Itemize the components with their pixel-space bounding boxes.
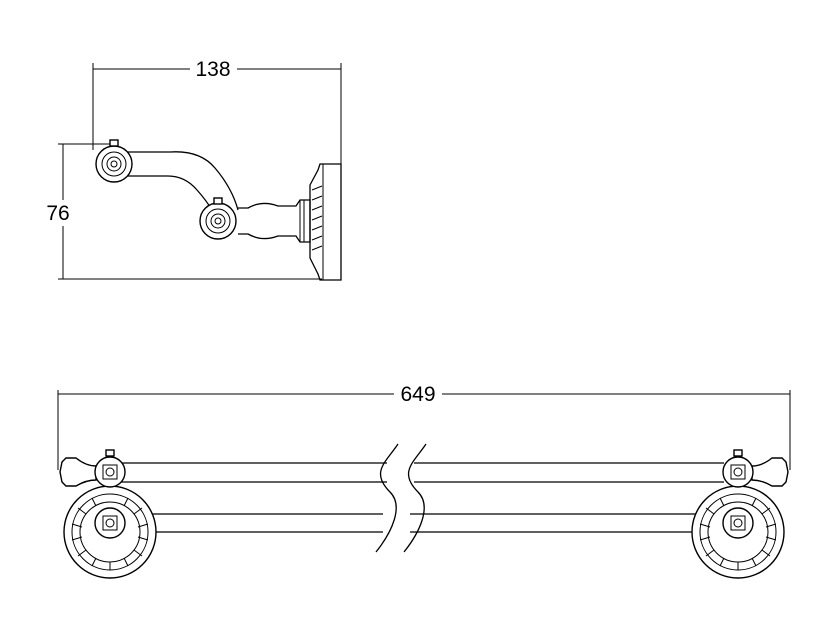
left-lower-knob — [94, 507, 126, 539]
right-lower-knob — [722, 507, 754, 539]
upper-rail — [120, 462, 724, 483]
front-view: 649 — [57, 383, 791, 579]
break-symbol — [375, 443, 427, 553]
right-upper-knob — [722, 449, 754, 488]
bent-arm — [126, 151, 239, 211]
width-dimension: 138 — [92, 58, 342, 165]
upper-knob — [95, 139, 133, 183]
left-end-cap — [59, 457, 97, 487]
length-dimension: 649 — [57, 383, 791, 470]
width-dimension-label: 138 — [195, 58, 230, 81]
height-dimension: 76 — [46, 143, 322, 280]
left-upper-knob — [94, 449, 126, 488]
length-dimension-label: 649 — [400, 383, 435, 406]
lower-knob — [199, 197, 237, 240]
side-view: 138 76 — [46, 58, 342, 281]
lower-rail — [124, 513, 724, 533]
height-dimension-label: 76 — [46, 202, 69, 225]
wall-post — [238, 199, 311, 243]
right-end-cap — [751, 457, 789, 487]
wall-flange-side — [309, 163, 342, 281]
